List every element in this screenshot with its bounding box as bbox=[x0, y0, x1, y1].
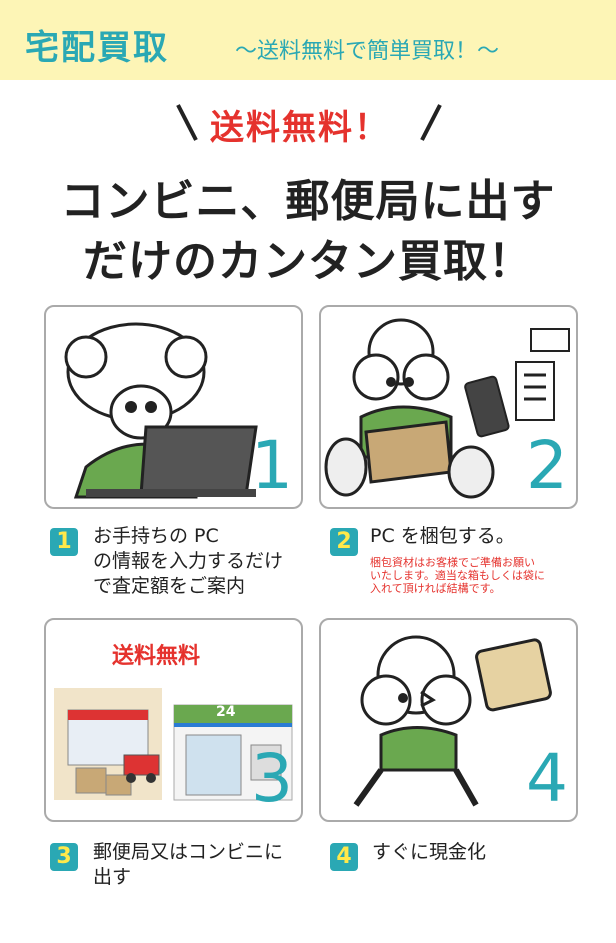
step4-illustration-panel: 4 bbox=[319, 618, 578, 822]
step1-text: お手持ちの PC の情報を入力するだけ で査定額をご案内 bbox=[93, 525, 284, 597]
store-sign-24: 24 bbox=[216, 704, 236, 720]
step4-badge: 4 bbox=[330, 843, 358, 871]
step3-illustration-panel: 24 3 bbox=[44, 618, 303, 822]
step2-note: 梱包資材はお客様でご準備お願い いたします。適当な箱もしくは袋に 入れて頂ければ… bbox=[370, 556, 545, 595]
step3-badge: 3 bbox=[50, 843, 78, 871]
step2-badge: 2 bbox=[330, 528, 358, 556]
panel2-number: 2 bbox=[526, 427, 568, 504]
panel4-number: 4 bbox=[526, 740, 568, 817]
step2-illustration-panel: 2 bbox=[319, 305, 578, 509]
header-subtitle: ～送料無料で簡単買取！～ bbox=[235, 39, 500, 64]
left-slash bbox=[176, 104, 198, 141]
header-title: 宅配買取 bbox=[25, 28, 169, 68]
post-office-convenience-store-illustration bbox=[54, 688, 293, 801]
step3-text: 郵便局又はコンビニに 出す bbox=[93, 841, 284, 888]
mascot-laptop-illustration bbox=[64, 322, 258, 499]
step1-badge: 1 bbox=[50, 528, 78, 556]
panel3-number: 3 bbox=[251, 740, 293, 817]
panel3-free-shipping-label: 送料無料 bbox=[112, 644, 201, 669]
step1-illustration-panel: 1 bbox=[44, 305, 303, 509]
headline-line2: だけのカンタン買取！ bbox=[83, 236, 533, 287]
right-slash bbox=[420, 104, 442, 141]
free-shipping-label: 送料無料！ bbox=[210, 108, 390, 148]
headline-line1: コンビニ、郵便局に出す bbox=[60, 176, 556, 227]
panel1-number: 1 bbox=[251, 427, 293, 504]
step4-text: すぐに現金化 bbox=[372, 841, 487, 863]
mascot-box-illustration bbox=[324, 318, 570, 499]
mascot-cash-illustration bbox=[353, 635, 552, 807]
step2-text: PC を梱包する。 bbox=[370, 525, 515, 547]
header-band: 宅配買取 ～送料無料で簡単買取！～ bbox=[0, 0, 616, 80]
